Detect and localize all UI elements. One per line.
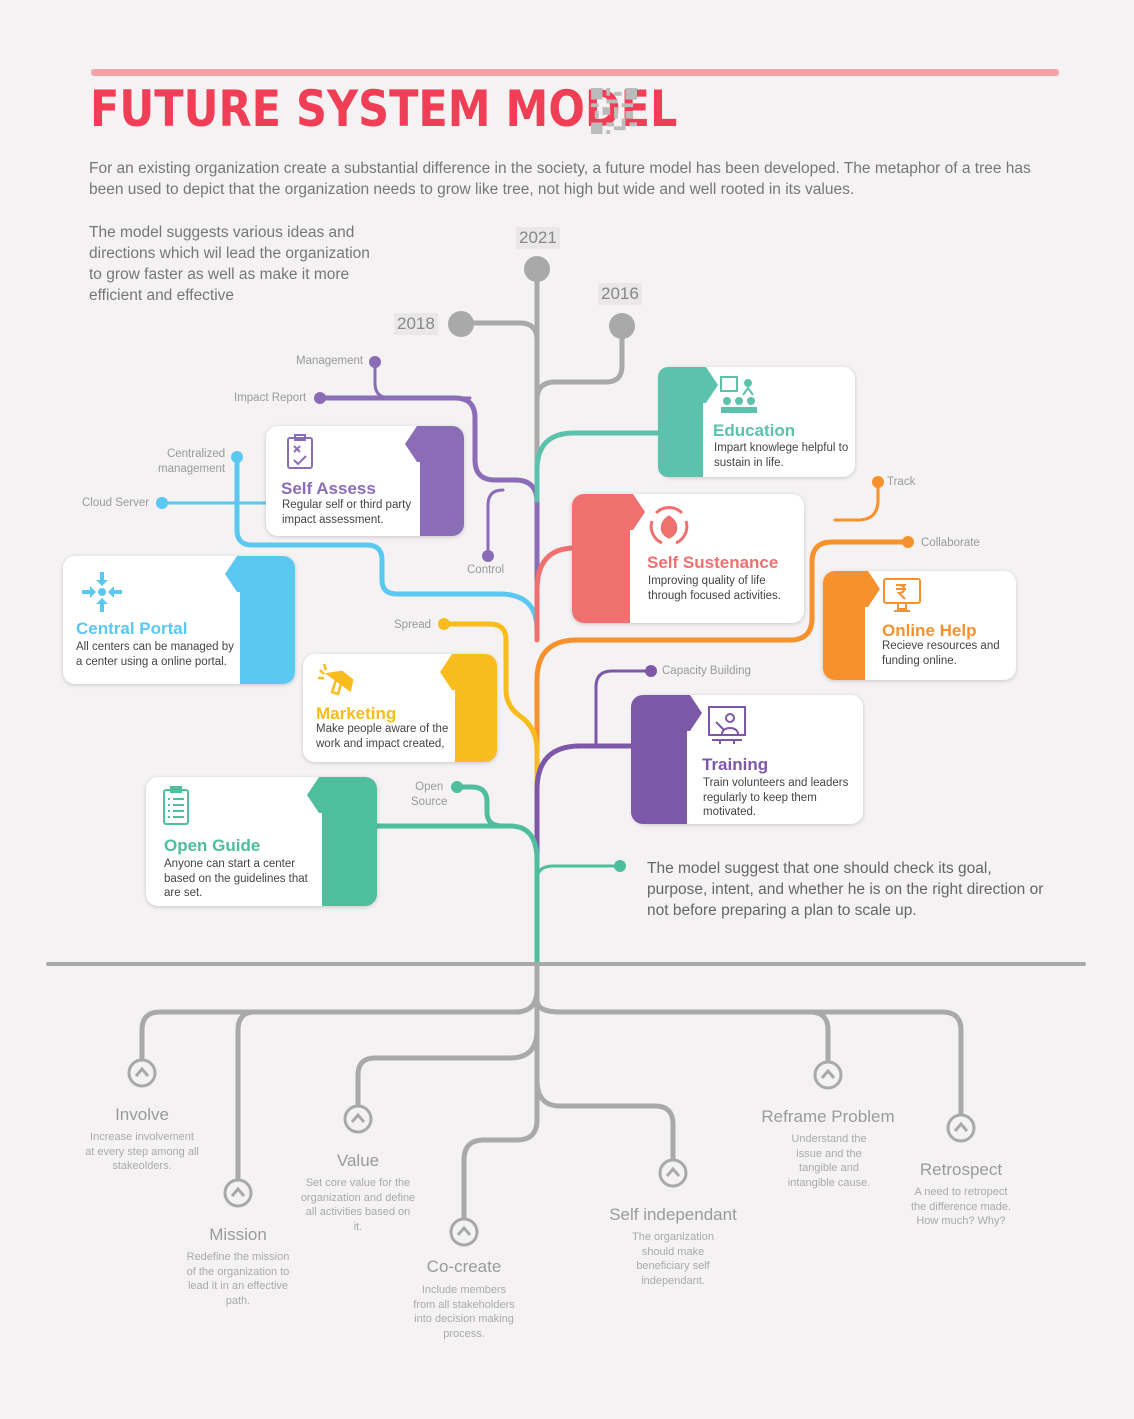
intro-text: For an existing organization create a su… <box>89 160 1031 198</box>
education-title: Education <box>713 421 796 440</box>
tab-arrow <box>405 426 421 462</box>
education-desc: Impart knowlege helpful to sustain in li… <box>714 442 849 469</box>
monitor-rupee-icon <box>883 578 921 612</box>
recycle-leaf-icon <box>649 506 689 545</box>
dot-goal <box>614 860 626 872</box>
presenter-icon <box>708 706 746 744</box>
self-assess-desc: Regular self or third party impact asses… <box>282 499 412 526</box>
label-collaborate: Collaborate <box>921 537 980 549</box>
education-icon <box>720 376 757 413</box>
tab-arrow <box>864 571 880 607</box>
qr-code-icon <box>591 88 637 134</box>
dot-capacity <box>645 665 657 677</box>
year-2016: 2016 <box>598 283 642 305</box>
root-mission-desc: Redefine the mission of the organization… <box>186 1251 290 1307</box>
root-value-title: Value <box>336 1151 380 1170</box>
card-central-portal-tab <box>240 556 295 684</box>
marketing-title: Marketing <box>316 704 397 723</box>
root-self-independant-desc: The organization should make beneficiary… <box>632 1231 714 1287</box>
root-retrospect-desc: A need to retropect the difference made.… <box>910 1186 1012 1227</box>
chevron-up-icon <box>449 1217 479 1247</box>
checklist-icon <box>163 786 189 825</box>
open-guide-desc: Anyone can start a center based on the g… <box>164 858 308 899</box>
page-title: FUTURE SYSTEM MODEL <box>90 80 678 138</box>
clipboard-check-icon <box>287 434 313 469</box>
chevron-up-icon <box>813 1060 843 1090</box>
goal-note: The model suggest that one should check … <box>647 860 1044 919</box>
year-2021: 2021 <box>516 227 560 249</box>
label-cloud-server: Cloud Server <box>82 497 150 509</box>
converge-arrows-icon <box>82 572 122 612</box>
label-centralized: Centralized management <box>158 448 226 475</box>
model-note: The model suggests various ideas and dir… <box>89 224 370 304</box>
dot-centralized <box>231 451 243 463</box>
root-mission-title: Mission <box>209 1225 267 1244</box>
megaphone-icon <box>318 663 354 696</box>
top-bar <box>91 69 1059 76</box>
dot-impact <box>314 392 326 404</box>
self-sustenance-desc: Improving quality of life through focuse… <box>648 575 781 602</box>
online-help-title: Online Help <box>882 621 977 640</box>
chevron-up-icon <box>658 1158 688 1188</box>
dot-spread <box>438 618 450 630</box>
training-desc: Train volunteers and leaders regularly t… <box>703 777 849 818</box>
dot-2016 <box>609 313 635 339</box>
card-education-tab <box>658 367 703 477</box>
self-sustenance-title: Self Sustenance <box>647 553 779 572</box>
root-value-desc: Set core value for the organization and … <box>300 1177 416 1233</box>
root-cocreate-title: Co-create <box>426 1257 502 1276</box>
root-self-independant-title: Self independant <box>609 1205 737 1224</box>
open-guide-title: Open Guide <box>164 836 261 855</box>
label-control: Control <box>467 564 505 576</box>
root-retrospect-title: Retrospect <box>919 1160 1003 1179</box>
self-assess-title: Self Assess <box>281 479 376 498</box>
label-spread: Spread <box>394 619 432 631</box>
year-2018: 2018 <box>394 313 438 335</box>
chevron-up-icon <box>223 1178 253 1208</box>
tab-arrow <box>629 494 645 530</box>
card-open-guide-tab <box>322 777 377 906</box>
label-management: Management <box>296 355 364 367</box>
label-capacity-building: Capacity Building <box>662 665 751 677</box>
ground-line <box>46 962 1086 966</box>
training-title: Training <box>702 755 769 774</box>
dot-control <box>482 550 494 562</box>
chevron-up-icon <box>946 1113 976 1143</box>
label-track: Track <box>887 476 916 488</box>
online-help-desc: Recieve resources and funding online. <box>882 640 1000 667</box>
card-training-tab <box>631 695 687 824</box>
card-marketing-tab <box>455 654 497 762</box>
label-impact-report: Impact Report <box>234 392 307 404</box>
card-self-sustenance-tab <box>572 494 630 623</box>
tab-arrow <box>307 777 323 813</box>
card-online-help-tab <box>823 571 865 680</box>
dot-management <box>369 356 381 368</box>
root-reframe-title: Reframe Problem <box>761 1107 895 1126</box>
label-open-source: Open Source <box>411 781 448 808</box>
root-reframe-desc: Understand the issue and the tangible an… <box>787 1133 871 1189</box>
chevron-up-icon <box>343 1104 373 1134</box>
tab-arrow <box>702 367 718 403</box>
tab-arrow <box>225 556 241 592</box>
dot-2018 <box>448 311 474 337</box>
dot-track <box>872 476 884 488</box>
chevron-up-icon <box>127 1058 157 1088</box>
dot-collaborate <box>902 536 914 548</box>
root-involve-desc: Increase involvement at every step among… <box>85 1131 199 1172</box>
dot-open-source <box>451 781 463 793</box>
root-cocreate-desc: Include members from all stakeholders in… <box>413 1284 515 1340</box>
central-portal-title: Central Portal <box>76 619 188 638</box>
marketing-desc: Make people aware of the work and impact… <box>316 723 449 750</box>
card-self-assess-tab <box>420 426 464 536</box>
tab-arrow <box>686 695 702 731</box>
dot-2021 <box>524 256 550 282</box>
dot-cloud <box>156 497 168 509</box>
root-involve-title: Involve <box>115 1105 169 1124</box>
tab-arrow <box>440 654 456 690</box>
central-portal-desc: All centers can be managed by a center u… <box>76 641 234 668</box>
